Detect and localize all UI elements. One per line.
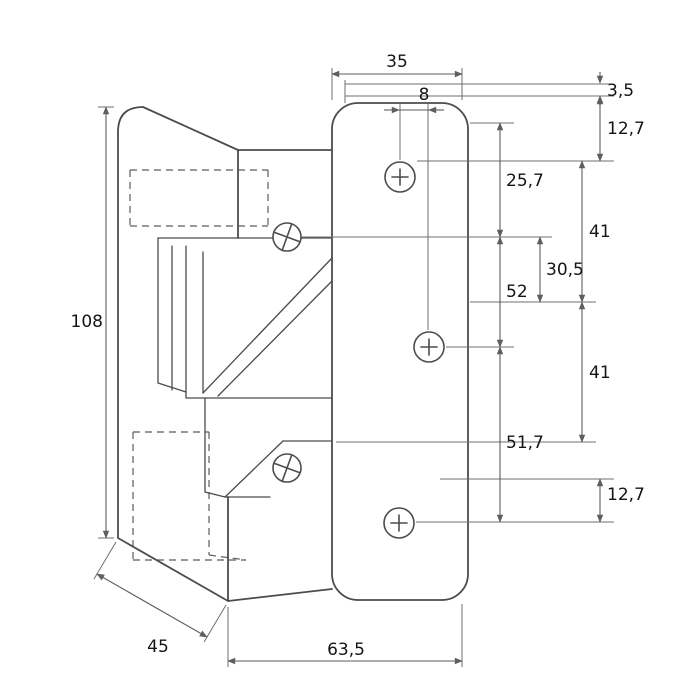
strike-body: [117, 106, 333, 602]
dim-label-hole-offset: 8: [419, 85, 430, 105]
extension-line: [93, 541, 117, 580]
dim-label-body-height: 108: [71, 312, 103, 332]
cavity-channel-base: [157, 382, 187, 393]
dim-label-hole-to-screw: 25,7: [506, 171, 544, 191]
body-outline-path: [117, 106, 333, 602]
dim-label-screw-to-latch: 52: [506, 282, 528, 302]
dim-line-45: [96, 573, 208, 638]
lower-ramp-edge: [224, 440, 284, 498]
extension-line: [203, 604, 227, 643]
dim-label-body-depth: 45: [147, 637, 169, 657]
body-top-edge: [142, 106, 333, 151]
mounting-holes: [383, 161, 445, 539]
dim-label-bottom-lip: 12,7: [607, 485, 645, 505]
upper-screw-cross-icon: [273, 223, 301, 251]
keeper-ramp-edge: [202, 257, 333, 394]
hidden-edges: [129, 169, 269, 561]
faceplate-outline: [331, 102, 469, 601]
dim-label-width-top: 35: [386, 52, 408, 72]
keeper-cavity: [157, 237, 333, 498]
dim-label-top-to-hole: 12,7: [607, 119, 645, 139]
dim-label-keeper-depth: 30,5: [546, 260, 584, 280]
dim-label-top-lip: 3,5: [607, 81, 634, 101]
middle-hole-cross-icon: [420, 338, 438, 356]
lower-screw-cross-icon: [273, 454, 301, 482]
keeper-ramp-edge: [217, 280, 333, 397]
dim-label-spacing-lower: 41: [589, 363, 611, 383]
dim-label-latch-to-bottom-hole: 51,7: [506, 433, 544, 453]
faceplate: [331, 102, 469, 601]
bottom-hole-cross-icon: [390, 514, 408, 532]
lower-step-edge: [204, 491, 226, 498]
dimension-lines: [96, 70, 604, 665]
top-hole-cross-icon: [391, 168, 409, 186]
dim-label-plate-width: 63,5: [327, 640, 365, 660]
dim-label-spacing-upper: 41: [589, 222, 611, 242]
dimension-labels: 35 8 3,5 12,7 25,7 41 30,5 52 108 41 51,…: [71, 52, 645, 660]
phillips-screws: [272, 222, 302, 483]
